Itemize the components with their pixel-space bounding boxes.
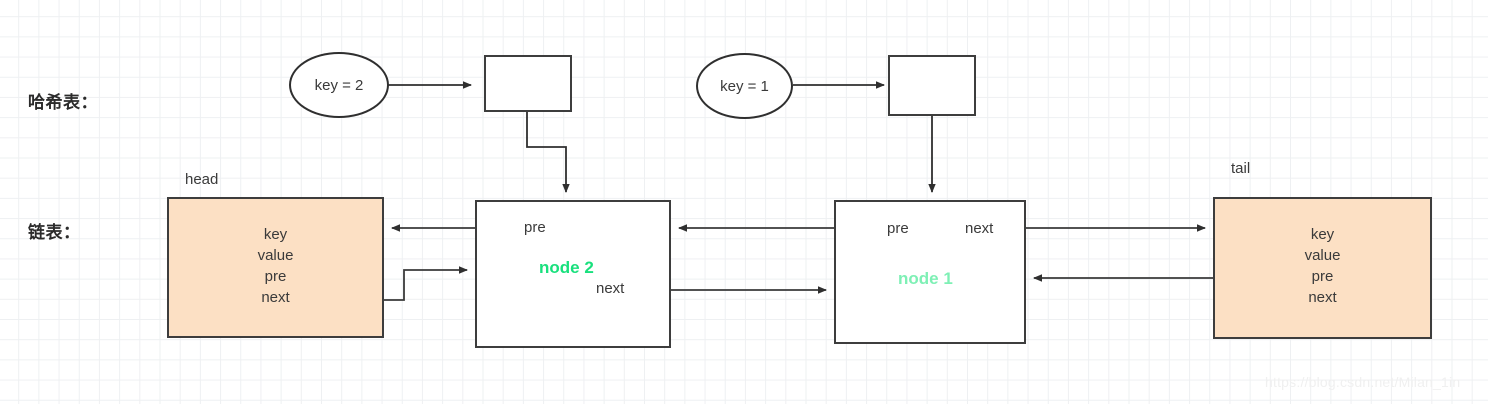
tail-field-next: next xyxy=(1308,289,1337,306)
node-1-title: node 1 xyxy=(898,269,953,288)
tail-field-key: key xyxy=(1310,226,1335,243)
head-field-pre: pre xyxy=(264,268,287,285)
hash-entry-key2-label: key = 2 xyxy=(314,76,364,94)
tail-sentinel-node[interactable] xyxy=(1213,197,1432,339)
tail-field-value: value xyxy=(1304,247,1341,264)
hash-table-row-label: 哈希表： xyxy=(28,93,98,112)
head-field-value: value xyxy=(257,247,294,264)
watermark-text: https://blog.csdn.net/Milan_1in xyxy=(1265,374,1461,390)
head-field-next: next xyxy=(261,289,290,306)
node-2-next-label: next xyxy=(596,280,625,297)
head-sentinel-fields: key value pre next xyxy=(167,224,384,308)
connector-bucket2-to-node2 xyxy=(526,104,570,193)
hash-entry-key1-label: key = 1 xyxy=(720,77,769,95)
hash-entry-key1-ellipse[interactable]: key = 1 xyxy=(696,53,793,119)
hash-bucket-key2-box[interactable] xyxy=(484,55,572,112)
node-2-title: node 2 xyxy=(539,258,594,277)
hash-bucket-key1-box[interactable] xyxy=(888,55,976,116)
head-caption: head xyxy=(185,171,219,188)
hash-entry-key2-ellipse[interactable]: key = 2 xyxy=(289,52,389,118)
node-1-pre-label: pre xyxy=(887,220,909,237)
tail-sentinel-fields: key value pre next xyxy=(1213,224,1432,308)
tail-caption: tail xyxy=(1231,160,1251,177)
node-1-box[interactable] xyxy=(834,200,1026,344)
node-2-pre-label: pre xyxy=(524,219,546,236)
linked-list-row-label: 链表： xyxy=(28,223,81,242)
node-1-next-label: next xyxy=(965,220,994,237)
node-2-box[interactable] xyxy=(475,200,671,348)
tail-field-pre: pre xyxy=(1311,268,1334,285)
head-field-key: key xyxy=(263,226,288,243)
head-sentinel-node[interactable] xyxy=(167,197,384,338)
